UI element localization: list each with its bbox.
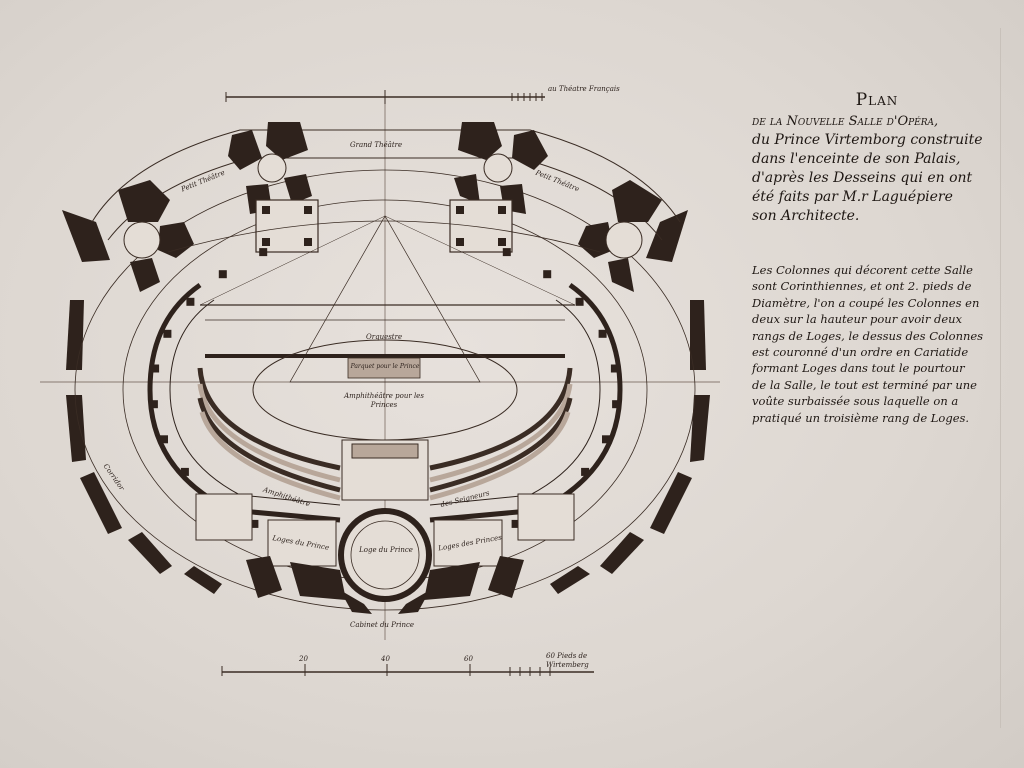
description-line: voûte surbaissée sous laquelle on a [752, 394, 959, 409]
scale-tick-60: 60 [464, 655, 473, 663]
scale-unit-label: 60 Pieds de Wirtemberg [546, 652, 589, 669]
lower-loges [195, 493, 575, 567]
label-top-scale: au Théatre Français [548, 85, 620, 93]
bottom-scale-bar [221, 664, 594, 676]
loge-column [151, 364, 160, 373]
loge-column [149, 400, 158, 409]
loge-column [610, 364, 619, 373]
loge-column [575, 297, 584, 306]
description-line: de la Salle, le tout est terminé par une [752, 377, 977, 392]
prince-loge-rotunda [338, 508, 432, 602]
central-passage [341, 439, 429, 501]
amphitheatre-seating-left [197, 367, 341, 501]
description-line: Diamètre, l'on a coupé les Colonnes en [752, 295, 980, 310]
loge-column [250, 519, 259, 528]
plate-edge [14, 28, 1001, 728]
amphitheatre-seating-right [429, 367, 573, 501]
auditorium-walls [147, 282, 623, 523]
title-line: dans l'enceinte de son Palais, [752, 151, 961, 167]
description-line: Les Colonnes qui décorent cette Salle [752, 263, 973, 277]
description-line: pratiqué un troisième rang de Loges. [752, 410, 970, 425]
description-block: Les Colonnes qui décorent cette Salle so… [752, 262, 1002, 426]
title-line: du Prince Virtemborg construite [752, 132, 983, 148]
stage-area [167, 215, 601, 383]
bottom-masonry [246, 556, 524, 614]
loge-column [543, 270, 552, 279]
label-loge-du-prince: Loge du Prince [359, 546, 413, 554]
description-line: formant Loges dans tout le pourtour [752, 361, 965, 376]
description-line: est couronné d'un ordre en Cariatide [752, 345, 969, 360]
loge-column [612, 400, 621, 409]
label-cabinet-du-prince: Cabinet du Prince [350, 621, 415, 629]
loge-column [160, 435, 168, 444]
label-parquet: Parquet pour le Prince [350, 363, 420, 370]
stage-wing-columns [262, 206, 506, 246]
loge-column [186, 297, 195, 306]
label-grand-theatre: Grand Théâtre [350, 141, 403, 149]
description-line: rangs de Loges, le dessus des Colonnes [752, 328, 984, 343]
title-block: Plan de la Nouvelle Salle d'Opéra, du Pr… [752, 90, 1002, 226]
scale-tick-20: 20 [299, 655, 308, 663]
loge-column [259, 248, 268, 257]
stair-towers [118, 122, 662, 292]
title-line: d'après les Desseins qui en ont [752, 170, 973, 186]
loge-column [598, 329, 607, 338]
description-line: sont Corinthiennes, et ont 2. pieds de [752, 279, 972, 294]
label-amphitheatre-princes: Amphithéâtre pour les Princes [344, 392, 424, 409]
scale-tick-40: 40 [381, 655, 390, 663]
loge-column [511, 519, 520, 528]
label-orquestre: Orquestre [366, 333, 403, 341]
loge-columns [149, 248, 621, 528]
loge-column [502, 248, 511, 257]
description-line: deux sur la hauteur pour avoir deux [752, 312, 963, 327]
title-line: de la Nouvelle Salle d'Opéra, [752, 114, 939, 129]
plate-title: Plan [855, 90, 899, 110]
loge-column [581, 467, 590, 476]
loge-column [180, 467, 189, 476]
loge-column [163, 329, 172, 338]
top-scale-bar [225, 90, 545, 104]
title-line: été faits par M.r Laguépiere [752, 189, 953, 205]
title-line: son Architecte. [752, 208, 860, 224]
loge-column [602, 435, 610, 444]
round-vestibules [123, 153, 643, 259]
loge-column [218, 270, 227, 279]
